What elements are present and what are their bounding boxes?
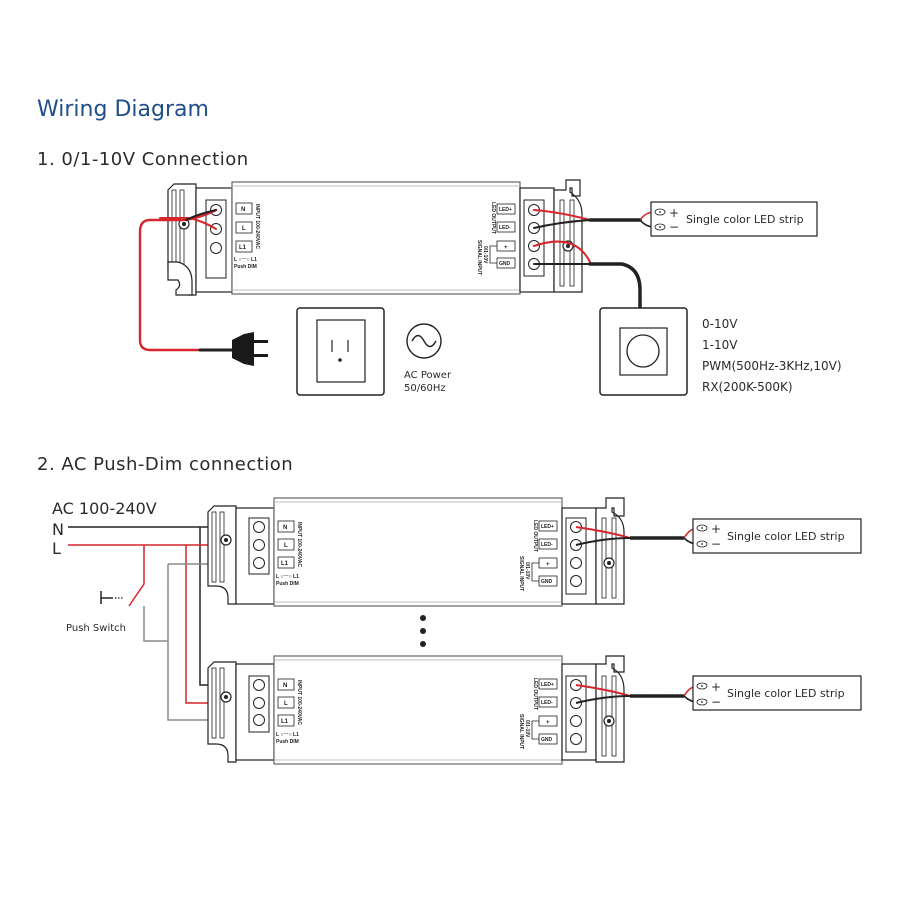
signal-range-label: 0/1-10V [482,246,488,264]
led-strip-section1: + − Single color LED strip [650,201,818,237]
terminal-label-n: N [283,525,287,531]
ac-frequency-label: 50/60Hz [404,383,446,394]
led-output-label: LED OUTPUT [532,520,538,552]
output-wires-section2 [575,526,699,704]
led-strip-section2-a: + − Single color LED strip [692,518,862,554]
dimmer-knob-icon [599,307,688,396]
push-dim-label: Push DIM [234,264,257,270]
led-strip-section2-b: + − Single color LED strip [692,675,862,711]
signal-input-label: SIGNAL INPUT [518,714,524,749]
input-rating-label: INPUT 100-240VAC [296,680,302,725]
terminal-label-led-minus: LED- [541,542,553,548]
led-strip-minus: − [669,220,679,234]
push-dim-label: Push DIM [276,739,299,745]
continuation-dots [420,615,426,647]
terminal-label-led-plus: LED+ [499,207,512,213]
led-strip-minus: − [711,537,721,551]
signal-input-label: SIGNAL INPUT [476,240,482,275]
neutral-label: N [52,520,64,539]
terminal-label-l1: L1 [281,561,289,567]
led-strip-label: Single color LED strip [727,687,845,700]
driver-section1: N L L1 INPUT 100-240VAC L ○⁻⁻○ L1 Push D… [167,179,583,296]
terminal-label-l: L [242,226,246,232]
terminal-label-signal-plus: + [546,562,550,568]
push-dim-symbol: L ○⁻⁻○ L1 [276,732,299,738]
push-dim-label: Push DIM [276,581,299,587]
power-plug-icon [232,332,268,366]
input-rating-label: INPUT 100-240VAC [254,204,260,249]
led-strip-minus: − [711,695,721,709]
driver-section2-b: N L L1 INPUT 100-240VAC L ○⁻⁻○ L1 Push D… [207,655,625,765]
ac-power-label: AC Power [404,370,452,381]
led-strip-plus: + [669,206,679,220]
terminal-label-gnd: GND [499,261,511,267]
ac-power-icon [406,323,442,359]
live-label: L [52,539,61,558]
terminal-label-l: L [284,543,288,549]
led-strip-plus: + [711,680,721,694]
led-strip-plus: + [711,522,721,536]
terminal-label-signal-plus: + [504,245,508,251]
signal-range-label: 0/1-10V [524,720,530,738]
push-dim-symbol: L ○⁻⁻○ L1 [234,257,257,263]
push-dim-symbol: L ○⁻⁻○ L1 [276,574,299,580]
driver-section2-a: N L L1 INPUT 100-240VAC L ○⁻⁻○ L1 Push D… [207,497,625,607]
signal-range-label: 0/1-10V [524,562,530,580]
terminal-label-gnd: GND [541,579,553,585]
push-switch-label: Push Switch [66,623,126,634]
terminal-label-gnd: GND [541,737,553,743]
section1-heading: 1. 0/1-10V Connection [37,149,249,170]
dimmer-option: 1-10V [702,338,738,352]
led-strip-label: Single color LED strip [727,530,845,543]
terminal-label-l1: L1 [281,719,289,725]
dimmer-option: 0-10V [702,317,738,331]
ac-supply-label: AC 100-240V [52,499,157,518]
led-strip-label: Single color LED strip [686,213,804,226]
terminal-label-n: N [283,683,287,689]
input-rating-label: INPUT 100-240VAC [296,522,302,567]
terminal-label-n: N [241,207,245,213]
terminal-label-led-minus: LED- [499,225,511,231]
led-output-label: LED OUTPUT [490,202,496,234]
dimmer-option: PWM(500Hz-3KHz,10V) [702,359,842,373]
led-output-label: LED OUTPUT [532,678,538,710]
terminal-label-l: L [284,701,288,707]
terminal-label-led-minus: LED- [541,700,553,706]
wires-section1 [138,208,655,352]
terminal-label-signal-plus: + [546,720,550,726]
section2-heading: 2. AC Push-Dim connection [37,454,293,475]
terminal-label-led-plus: LED+ [541,524,554,530]
page-title: Wiring Diagram [37,97,209,122]
dimmer-option: RX(200K-500K) [702,380,793,394]
wall-outlet-icon [296,307,385,396]
signal-input-label: SIGNAL INPUT [518,556,524,591]
terminal-label-led-plus: LED+ [541,682,554,688]
terminal-label-l1: L1 [239,245,247,251]
